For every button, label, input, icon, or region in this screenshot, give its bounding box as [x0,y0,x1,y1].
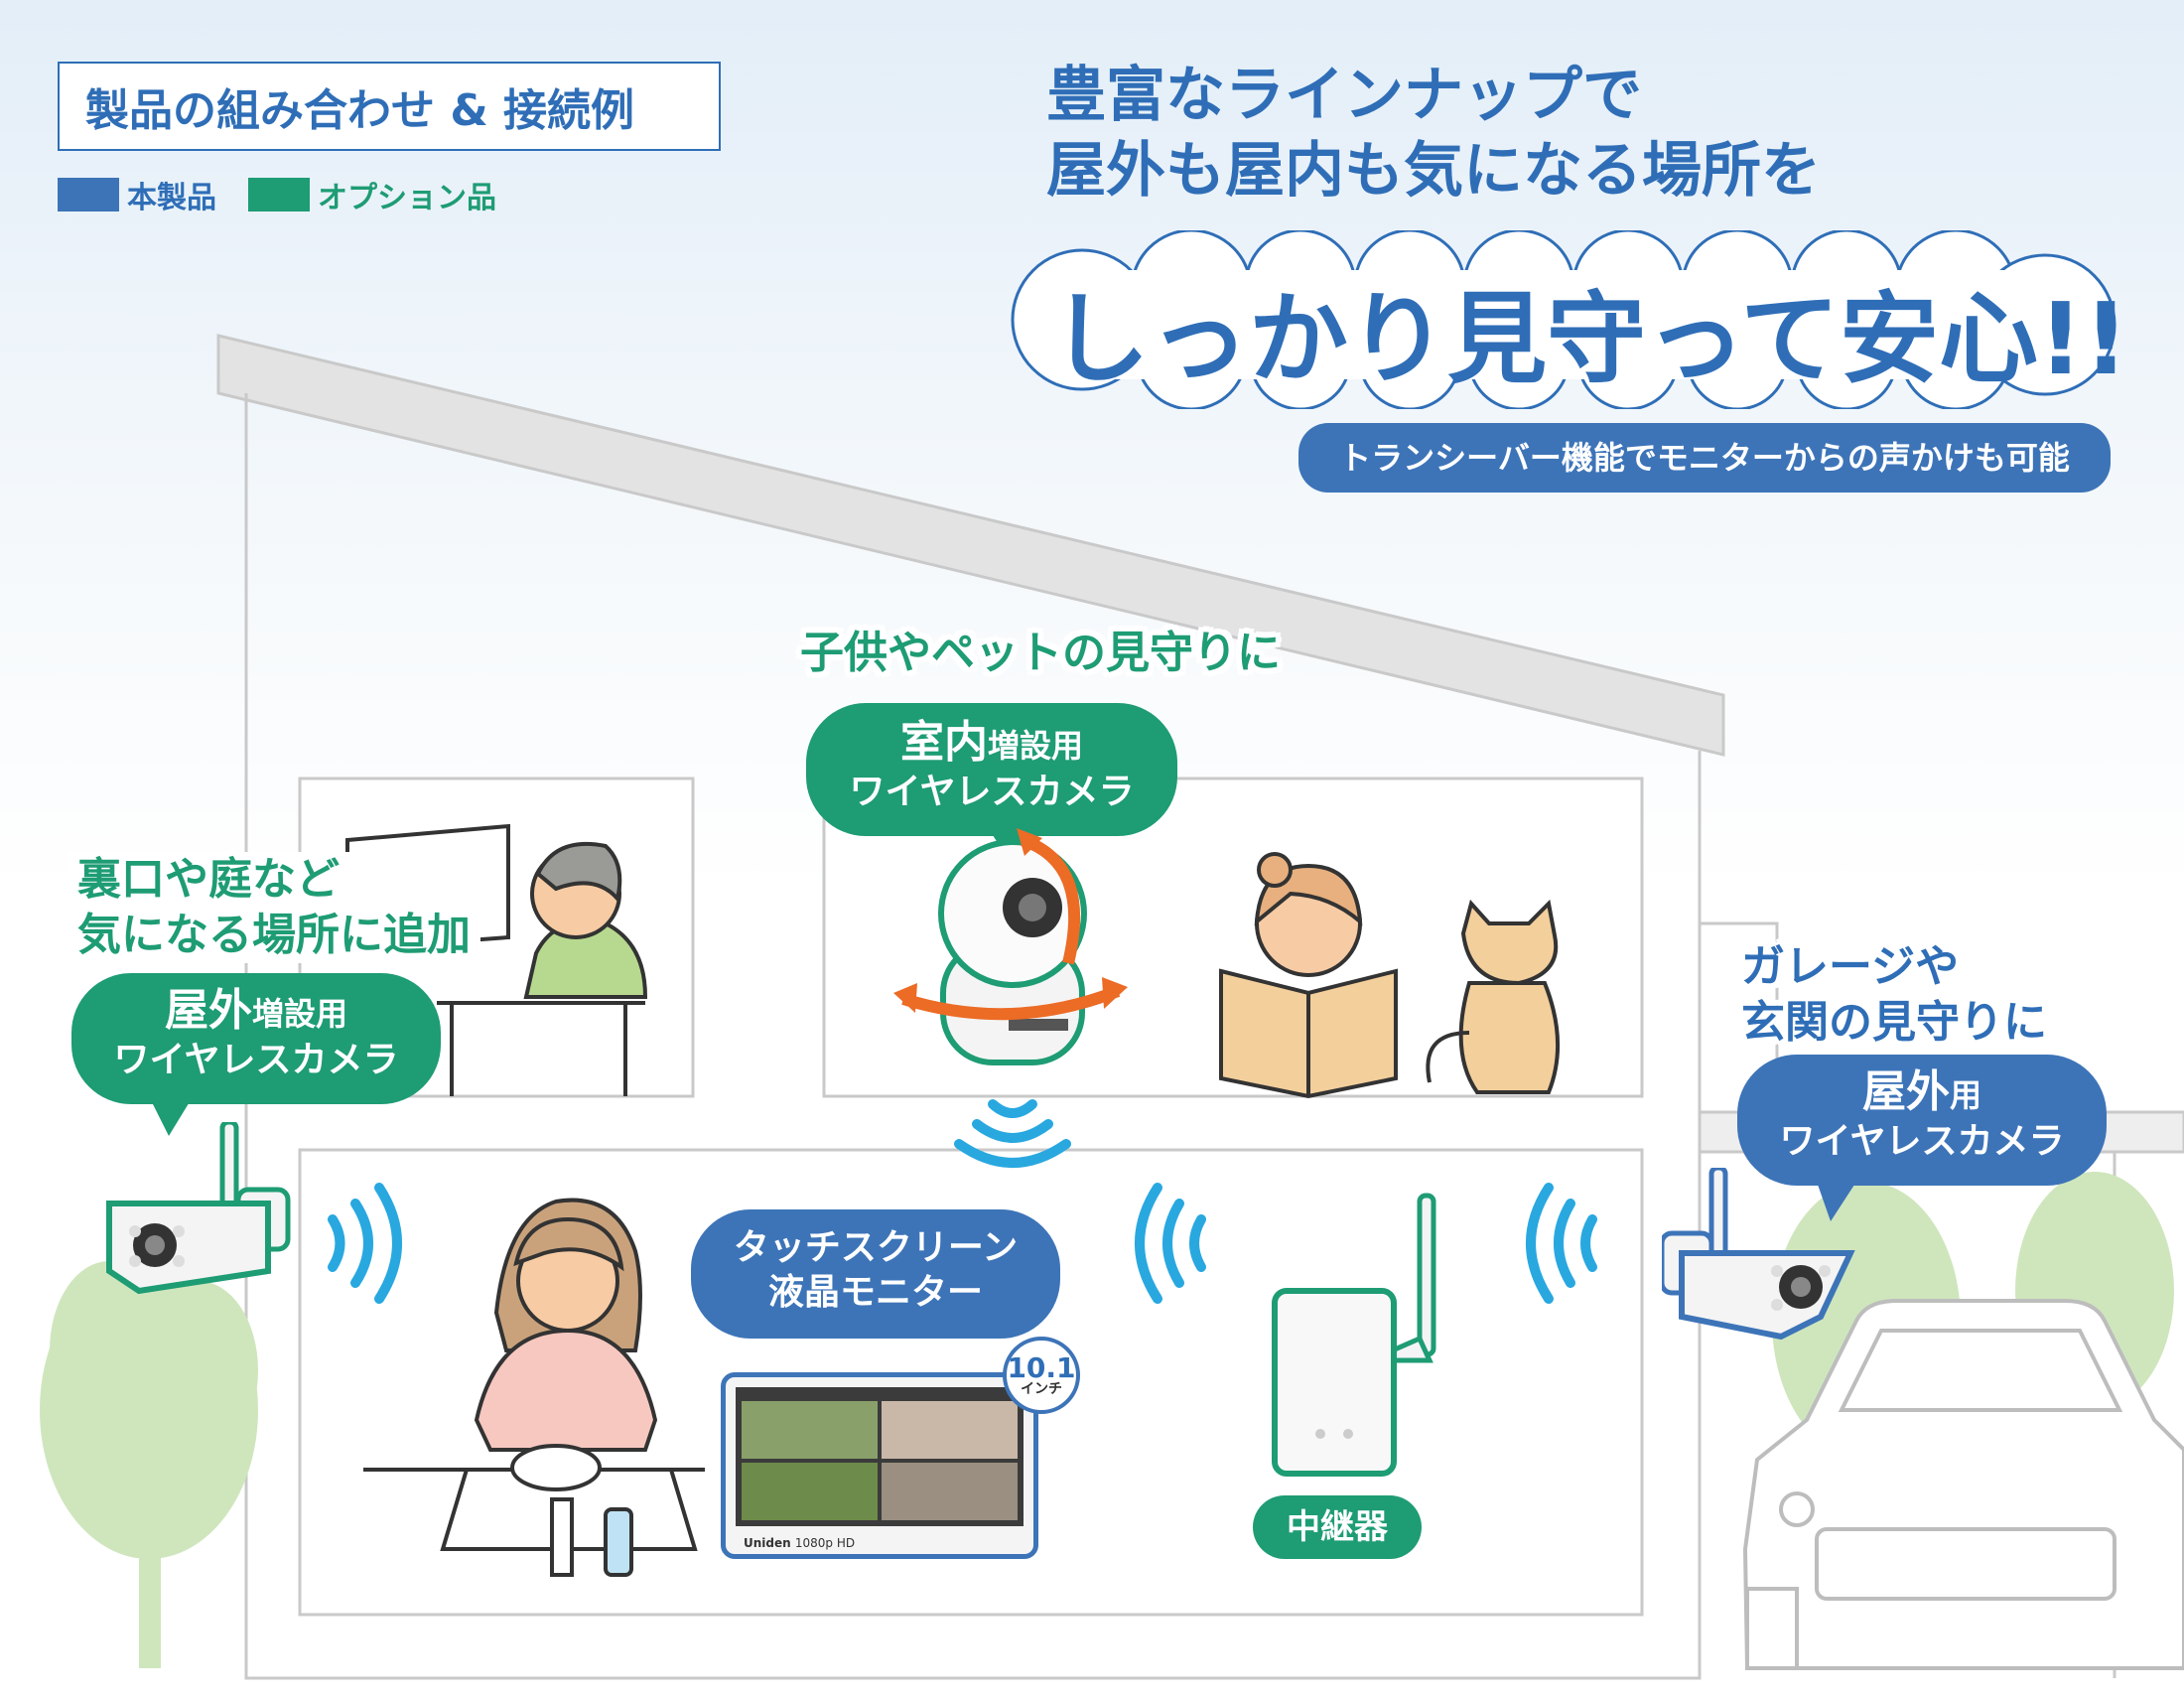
monitor-screen [736,1387,1024,1526]
callout-garage: ガレージや 玄関の見守りに [1741,941,2047,1048]
callout-backdoor: 裏口や庭など 気になる場所に追加 [68,852,480,963]
person-washing-dishes [363,1198,705,1577]
legend-item-option: オプション品 [248,173,496,216]
bubble-indoor-camera: 室内増設用 ワイヤレスカメラ [806,703,1177,836]
subnote-pill: トランシーバー機能でモニターからの声かけも可能 [1298,423,2111,493]
repeater-device [1272,1193,1436,1477]
pan-arrow [901,985,1121,1021]
roof [216,334,1725,757]
legend: 本製品 オプション品 [58,173,496,216]
girl-reading [1219,852,1398,1099]
wifi-waves [328,1099,1597,1304]
outdoor-add-camera [106,1122,291,1295]
legend-item-product: 本製品 [58,173,216,216]
bubble-outdoor-camera: 屋外用 ワイヤレスカメラ [1737,1055,2107,1186]
car [1742,1299,2184,1670]
headline-emphasis: しっかり見守って安心!! [1050,281,2129,397]
cloud-shape [1011,230,2116,409]
screen-view-3 [742,1463,878,1520]
repeater-label: 中継器 [1253,1495,1422,1559]
headline: 豊富なラインナップで 屋外も屋内も気になる場所を [1046,61,1821,206]
tilt-arrow [1020,834,1081,965]
indoor-pan-tilt-camera [893,828,1128,1065]
bubble-monitor: タッチスクリーン 液晶モニター [691,1209,1060,1339]
screen-view-2 [882,1401,1018,1459]
monitor-brand: Uniden 1080p HD [744,1536,856,1550]
outdoor-camera [1662,1168,1855,1341]
legend-swatch-green [248,178,310,212]
bubble-tail [1817,1182,1856,1221]
screen-view-1 [742,1401,878,1459]
bubble-tail [151,1100,191,1136]
bubble-outdoor-add-camera: 屋外増設用 ワイヤレスカメラ [71,973,441,1104]
size-badge: 10.1 インチ [1003,1337,1080,1414]
screen-view-4 [882,1463,1018,1520]
touchscreen-monitor: Uniden 1080p HD [721,1372,1038,1559]
callout-pet-watch: 子供やペットの見守りに [800,628,1281,678]
page-title: 製品の組み合わせ & 接続例 [58,62,721,151]
legend-swatch-blue [58,178,119,212]
cat [1426,899,1561,1094]
tree-left [40,1261,258,1668]
